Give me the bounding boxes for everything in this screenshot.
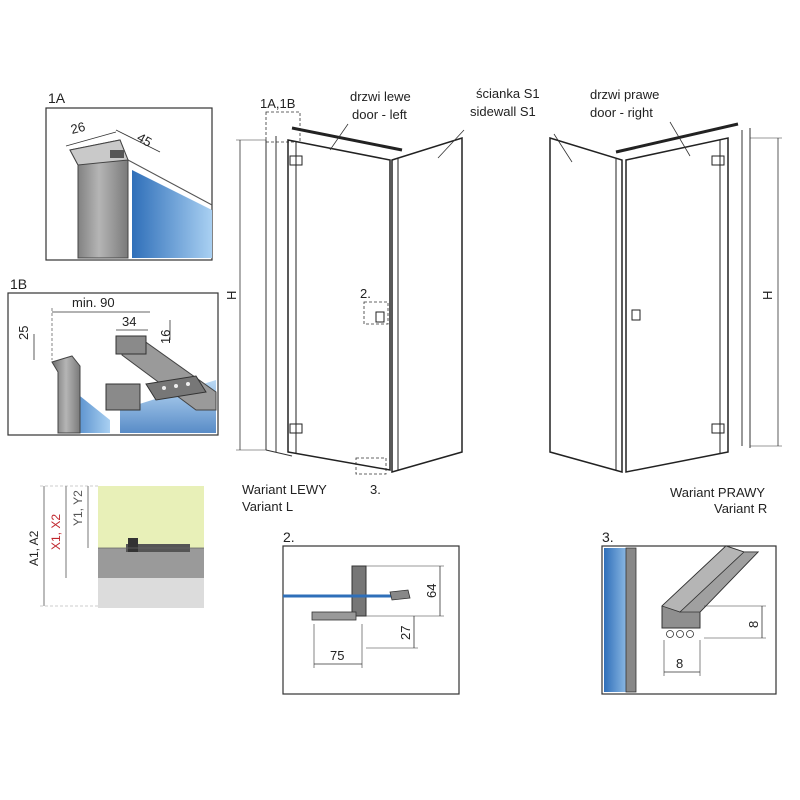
detail-level-x: X1, X2	[49, 514, 63, 550]
left-door-en: door - left	[352, 107, 407, 122]
detail-2-frame	[282, 545, 460, 695]
left-door	[287, 139, 391, 471]
detail-2-handle	[351, 565, 367, 617]
detail-2-dim-75: 75	[330, 648, 344, 663]
detail-3-dim-h8: 8	[746, 621, 761, 628]
detail-1a-slot	[110, 150, 124, 158]
detail-level-a: A1, A2	[27, 530, 41, 566]
left-callout-box	[265, 111, 301, 143]
right-variant-en: Variant R	[714, 501, 767, 516]
right-variant: drzwi prawe door - right H Wariant PRAWY…	[549, 87, 782, 516]
detail-1b-bracket-top	[115, 335, 147, 355]
left-callout: 1A,1B	[260, 96, 295, 111]
detail-3: 3. 8 8	[601, 529, 777, 695]
left-door-pl: drzwi lewe	[350, 89, 411, 104]
detail-level: A1, A2 X1, X2 Y1, Y2	[27, 485, 204, 608]
left-height: H	[224, 291, 239, 300]
left-mark-2: 2.	[360, 286, 371, 301]
detail-1a-dim-45: 45	[135, 130, 155, 150]
detail-1b-dim-min90: min. 90	[72, 295, 115, 310]
right-variant-pl: Wariant PRAWY	[670, 485, 765, 500]
right-door-pl: drzwi prawe	[590, 87, 659, 102]
detail-1b-dim-34: 34	[122, 314, 136, 329]
detail-3-dim-w8: 8	[676, 656, 683, 671]
left-variant-en: Variant L	[242, 499, 293, 514]
detail-1b-bracket-bottom	[105, 383, 141, 411]
detail-2-dim-27: 27	[398, 626, 413, 640]
detail-1a-title: 1A	[48, 90, 66, 106]
detail-1a-glass	[132, 170, 212, 258]
detail-1b-profile	[51, 355, 81, 434]
detail-1a-edge	[127, 159, 213, 206]
left-sidewall	[391, 136, 463, 473]
detail-level-upper	[98, 486, 204, 548]
detail-2-title: 2.	[283, 529, 295, 545]
left-sidewall-en: sidewall S1	[470, 104, 536, 119]
detail-level-floor	[98, 578, 204, 608]
detail-1b-dim-16: 16	[158, 330, 173, 344]
left-mark-3: 3.	[370, 482, 381, 497]
right-door-en: door - right	[590, 105, 653, 120]
right-door	[625, 137, 729, 473]
detail-2: 2. 75 64 27	[282, 529, 460, 695]
detail-1a: 1A 26 45	[45, 90, 213, 261]
detail-level-tray	[98, 548, 204, 578]
detail-3-title: 3.	[602, 529, 614, 545]
right-sidewall	[549, 136, 623, 473]
left-variant-pl: Wariant LEWY	[242, 482, 327, 497]
detail-1b-dim-25: 25	[16, 326, 31, 340]
left-variant: 1A,1B 2. 3. drzwi lewe door - left ścian…	[224, 86, 540, 514]
detail-level-y: Y1, Y2	[71, 490, 85, 526]
detail-1a-dim-26: 26	[69, 119, 87, 137]
left-sidewall-pl: ścianka S1	[476, 86, 540, 101]
right-height: H	[760, 291, 775, 300]
detail-1b-title: 1B	[10, 276, 27, 292]
detail-2-dim-64: 64	[424, 584, 439, 598]
detail-1b: 1B min. 90 34 16 25	[7, 276, 219, 436]
